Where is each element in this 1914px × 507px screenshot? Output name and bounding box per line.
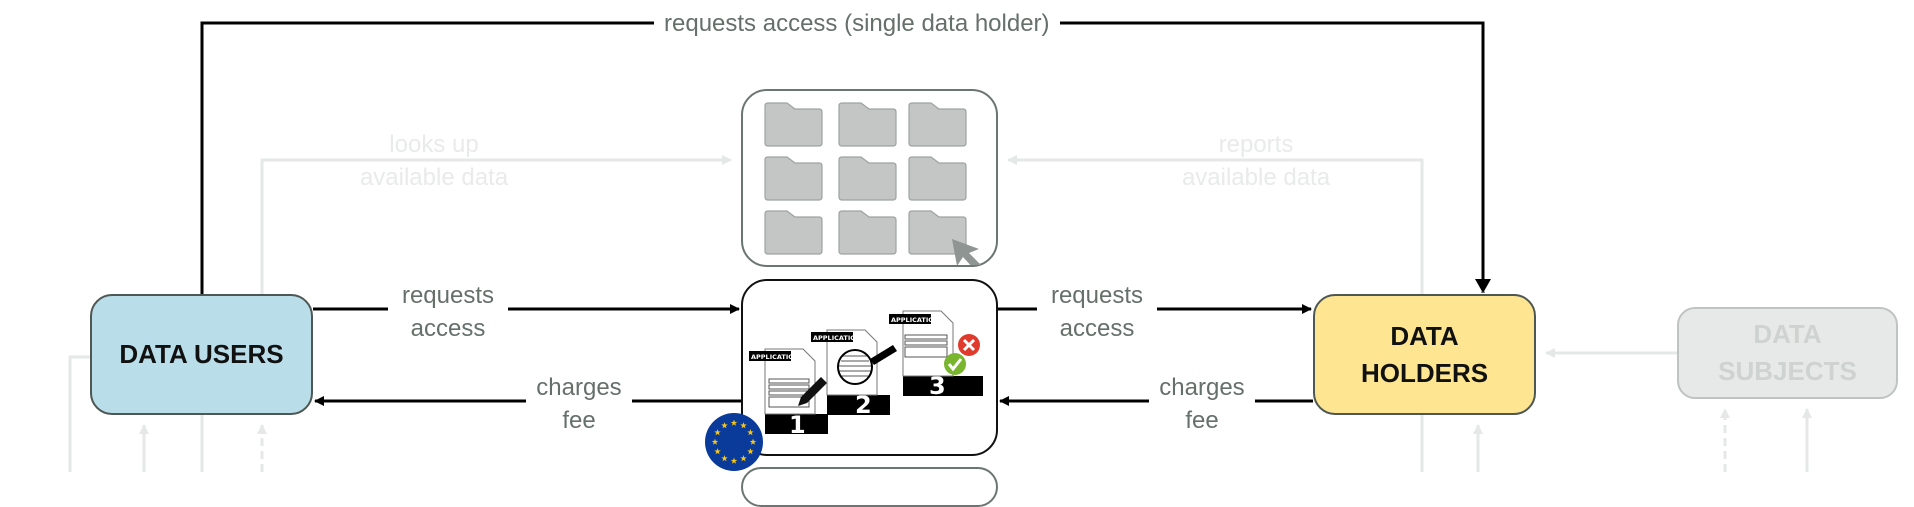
eu-star-icon — [721, 422, 728, 429]
folder-icon — [764, 156, 823, 201]
folder-icon — [838, 210, 897, 255]
eu-star-icon — [714, 429, 721, 436]
eu-star-icon — [747, 448, 754, 455]
document-3-icon: APPLICATION — [889, 310, 980, 377]
reports-label: reports available data — [1170, 128, 1342, 194]
holders-fee-line2: fee — [1185, 407, 1219, 434]
eu-star-icon — [749, 438, 757, 445]
single-holder-label: requests access (single data holder) — [654, 7, 1060, 40]
holders-request-line1: requests — [1050, 282, 1144, 309]
eu-star-icon — [740, 422, 747, 429]
eu-star-icon — [740, 455, 747, 462]
faded-connectors — [68, 155, 1812, 472]
data-subjects-line2: SUBJECTS — [1718, 356, 1857, 386]
access-process-panel[interactable]: 1 2 3 APPLICATION APPLICATION — [741, 279, 998, 456]
eu-star-icon — [730, 419, 738, 426]
looks-up-line — [260, 155, 732, 294]
step-1-number: 1 — [789, 411, 806, 439]
step-3-platform — [903, 376, 983, 396]
data-subjects-node[interactable]: DATA SUBJECTS — [1677, 307, 1898, 399]
reports-line2: available data — [1181, 164, 1331, 191]
document-3-label: APPLICATION — [891, 316, 939, 324]
folder-icon — [764, 102, 823, 147]
folder-icon — [908, 156, 967, 201]
step-1-platform — [765, 414, 828, 434]
data-users-node[interactable]: DATA USERS — [90, 294, 313, 415]
looks-up-line1: looks up — [389, 131, 479, 158]
data-holders-line2: HOLDERS — [1360, 357, 1489, 388]
eu-star-icon — [711, 438, 719, 445]
folder-icon — [838, 156, 897, 201]
holders-fee-label: charges fee — [1149, 371, 1255, 437]
cursor-arrow-icon — [952, 239, 981, 265]
step-2-platform — [827, 395, 890, 415]
data-catalog-panel[interactable] — [741, 89, 998, 267]
magnifier-icon — [837, 345, 897, 385]
users-fee-line1: charges — [536, 374, 622, 401]
users-fee-label: charges fee — [526, 371, 632, 437]
eu-flag-icon — [705, 413, 763, 471]
approve-reject-icon — [944, 334, 980, 375]
step-2-number: 2 — [855, 391, 872, 419]
users-left-line — [68, 355, 90, 472]
application-steps-illustration: 1 2 3 APPLICATION APPLICATION — [749, 310, 983, 439]
data-holders-node[interactable]: DATA HOLDERS — [1313, 294, 1536, 415]
users-request-label: requests access — [388, 279, 508, 345]
users-fee-line2: fee — [562, 407, 596, 434]
eu-star-icon — [721, 455, 728, 462]
pencil-icon — [798, 377, 827, 406]
holders-request-line2: access — [1059, 315, 1135, 342]
holders-request-label: requests access — [1037, 279, 1157, 345]
folder-icon — [908, 102, 967, 147]
reports-line1: reports — [1218, 131, 1294, 158]
document-2-label: APPLICATION — [813, 334, 861, 342]
eu-star-icon — [747, 429, 754, 436]
folder-icon — [764, 210, 823, 255]
data-subjects-line1: DATA — [1753, 319, 1822, 349]
users-request-line2: access — [410, 315, 486, 342]
step-3-number: 3 — [929, 372, 946, 400]
eu-star-icon — [730, 457, 738, 464]
document-2-icon: APPLICATION — [811, 329, 897, 396]
users-request-line1: requests — [401, 282, 495, 309]
reports-line — [1007, 155, 1424, 294]
looks-up-label: looks up available data — [348, 128, 520, 194]
holders-fee-line1: charges — [1159, 374, 1245, 401]
data-users-label: DATA USERS — [119, 339, 284, 369]
data-holders-line1: DATA — [1390, 320, 1459, 351]
lower-panel-edge — [741, 467, 998, 507]
folder-icon — [838, 102, 897, 147]
document-1-icon: APPLICATION — [749, 348, 827, 415]
folder-grid-icon — [764, 102, 981, 265]
single-holder-arrowhead — [1475, 279, 1491, 293]
looks-up-line2: available data — [359, 164, 509, 191]
eu-star-icon — [714, 448, 721, 455]
document-1-label: APPLICATION — [751, 353, 799, 361]
